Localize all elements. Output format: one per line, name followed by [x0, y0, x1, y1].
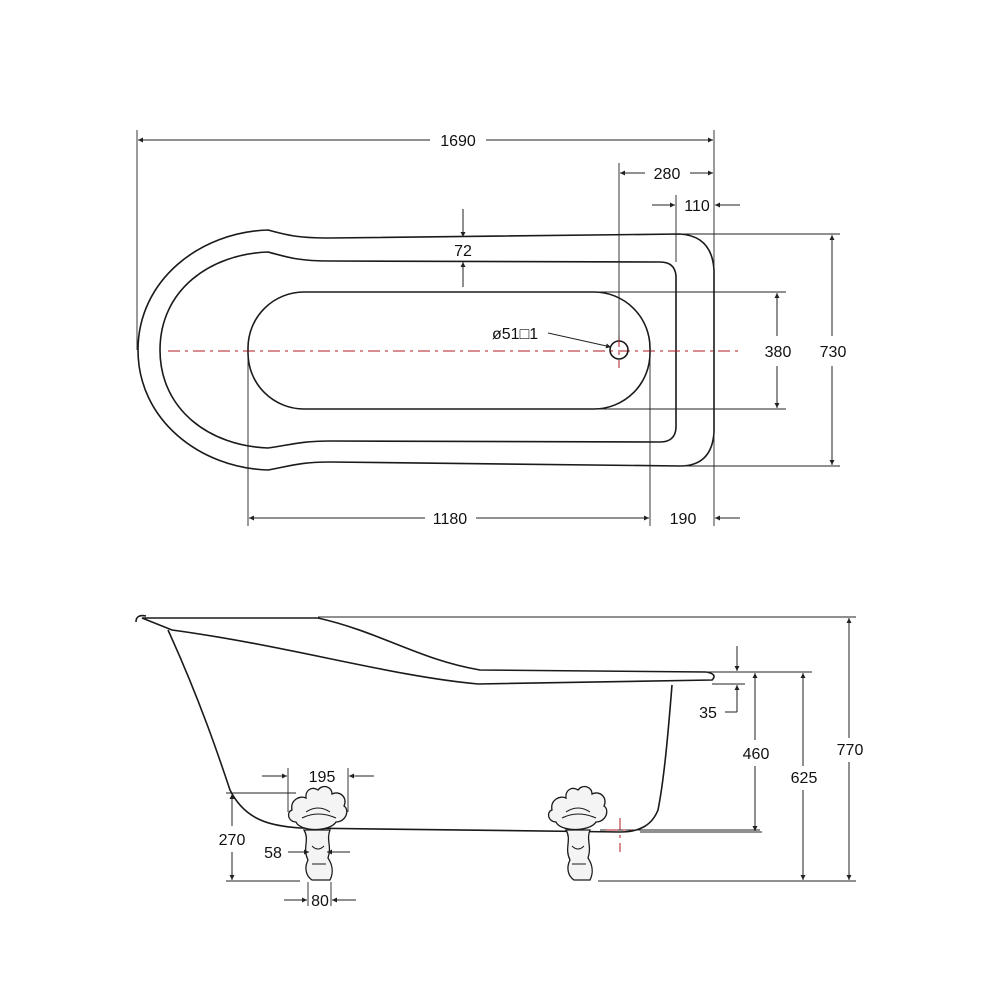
tub-body [167, 629, 673, 833]
side-view: 195 270 58 80 35 460 625 [135, 614, 864, 910]
dim-overall-width: 730 [820, 344, 847, 361]
dim-waste-offset: 280 [654, 166, 681, 183]
dim-overall-length: 1690 [440, 133, 476, 150]
top-view: 1690 280 110 72 ø51□1 380 730 [136, 130, 847, 528]
tub-rim-profile [135, 614, 715, 685]
dim-foot-width-small: 58 [264, 845, 282, 862]
dim-foot-height: 270 [219, 832, 246, 849]
dim-rim-thickness: 35 [699, 705, 717, 722]
dim-inner-length: 1180 [433, 511, 468, 528]
dim-depth: 460 [743, 746, 770, 763]
tub-outer-rim [137, 229, 715, 471]
dim-overall-height: 770 [837, 742, 864, 759]
waste-label: ø51□1 [492, 326, 538, 343]
dim-end-offset: 110 [684, 198, 710, 215]
dim-foot-spacing: 195 [309, 769, 336, 786]
dim-foot-width-base: 80 [311, 893, 329, 910]
dim-inner-width: 380 [765, 344, 792, 361]
right-claw-foot [547, 785, 608, 881]
tub-inner-rim [159, 251, 677, 449]
dim-rim-height-low: 625 [791, 770, 818, 787]
dim-end-width: 190 [670, 511, 697, 528]
dim-rim-width: 72 [454, 243, 472, 260]
left-claw-foot [287, 785, 348, 881]
